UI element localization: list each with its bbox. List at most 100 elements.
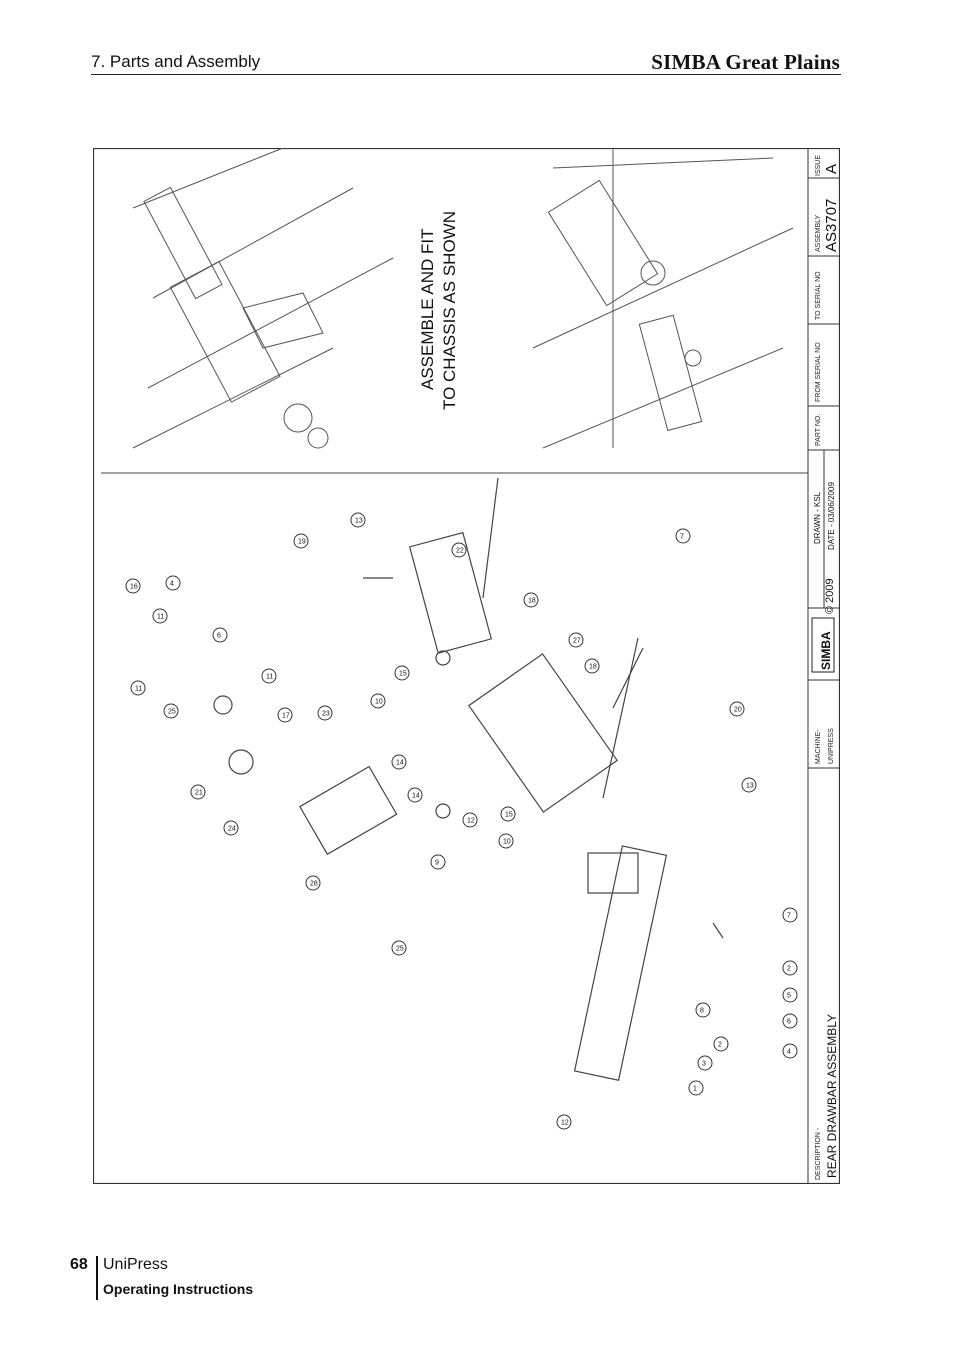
svg-text:6: 6	[787, 1019, 791, 1026]
assembly-value: AS3707	[823, 199, 840, 252]
svg-text:13: 13	[746, 783, 754, 790]
title-block	[807, 148, 840, 1184]
callout: 25	[163, 703, 179, 719]
drawn-by: DRAWN - KSL	[813, 491, 822, 544]
svg-text:14: 14	[396, 760, 404, 767]
svg-text:15: 15	[399, 671, 407, 678]
callout: 25	[391, 940, 407, 956]
svg-text:2: 2	[787, 966, 791, 973]
to-serial-label: TO SERIAL NO	[815, 271, 822, 320]
svg-text:9: 9	[435, 860, 439, 867]
callout: 17	[277, 707, 293, 723]
callout: 27	[568, 632, 584, 648]
callout: 8	[695, 1002, 711, 1018]
chassis-view-left	[132, 148, 394, 449]
parts-drawing: ISSUE ASSEMBLY TO SERIAL NO FROM SERIAL …	[93, 148, 840, 1184]
header-divider	[91, 74, 841, 75]
drawing-border	[93, 148, 840, 1184]
svg-text:11: 11	[135, 686, 142, 693]
svg-text:3: 3	[702, 1061, 706, 1068]
svg-text:11: 11	[157, 614, 164, 621]
svg-text:25: 25	[396, 946, 404, 953]
svg-text:12: 12	[467, 818, 475, 825]
svg-text:1: 1	[693, 1086, 697, 1093]
part-no-label: PART NO.	[815, 414, 822, 446]
product-name: UniPress	[103, 1256, 168, 1273]
svg-text:19: 19	[298, 539, 306, 546]
callout: 2	[713, 1036, 729, 1052]
callout: 13	[350, 512, 366, 528]
exploded-assembly	[213, 477, 724, 1081]
svg-text:4: 4	[170, 581, 174, 588]
machine-value: UNIPRESS	[828, 728, 835, 764]
callout: 6	[782, 1013, 798, 1029]
callout: 16	[125, 578, 141, 594]
callout: 6	[212, 627, 228, 643]
from-serial-label: FROM SERIAL NO	[815, 342, 822, 402]
svg-text:10: 10	[375, 699, 383, 706]
callout: 10	[370, 693, 386, 709]
svg-text:16: 16	[130, 584, 138, 591]
callout: 15	[394, 665, 410, 681]
svg-text:17: 17	[282, 713, 290, 720]
page-number: 68	[70, 1256, 88, 1273]
svg-text:7: 7	[680, 534, 684, 541]
svg-text:13: 13	[355, 518, 363, 525]
svg-text:8: 8	[700, 1008, 704, 1015]
machine-label: MACHINE-	[815, 729, 822, 764]
footer-divider	[96, 1256, 98, 1300]
callout: 7	[675, 528, 691, 544]
copyright: © 2009	[824, 578, 836, 614]
brand-logo: SIMBA Great Plains	[651, 50, 840, 74]
callout: 12	[462, 812, 478, 828]
simba-logo: SIMBA	[819, 631, 833, 670]
svg-text:11: 11	[266, 674, 273, 681]
chassis-view-right	[532, 148, 794, 449]
svg-text:24: 24	[228, 826, 236, 833]
svg-text:23: 23	[322, 711, 330, 718]
instruction-line-2: TO CHASSIS AS SHOWN	[440, 211, 459, 410]
callout: 11	[152, 608, 168, 624]
svg-text:2: 2	[718, 1042, 722, 1049]
callout: 4	[782, 1043, 798, 1059]
svg-text:12: 12	[561, 1120, 569, 1127]
callout: 23	[317, 705, 333, 721]
description-label: DESCRIPTION -	[815, 1127, 822, 1180]
callout: 2	[782, 960, 798, 976]
callout: 19	[293, 533, 309, 549]
callout: 11	[130, 680, 146, 696]
callout: 18	[584, 658, 600, 674]
simba-logo-box	[811, 617, 835, 673]
callout: 15	[500, 806, 516, 822]
callout: 5	[782, 987, 798, 1003]
part-callouts: 16 4 11 11 6 25 11 17 23 21 14 24 14 9 2…	[125, 512, 798, 1130]
svg-text:28: 28	[310, 881, 318, 888]
callout: 11	[261, 668, 277, 684]
callout: 3	[697, 1055, 713, 1071]
svg-text:14: 14	[412, 793, 420, 800]
svg-text:7: 7	[787, 913, 791, 920]
svg-text:18: 18	[589, 664, 597, 671]
callout: 14	[391, 754, 407, 770]
svg-text:21: 21	[195, 790, 203, 797]
drawn-date: DATE - 03/06/2009	[827, 482, 836, 550]
svg-text:15: 15	[505, 812, 513, 819]
svg-text:5: 5	[787, 993, 791, 1000]
callout: 20	[729, 701, 745, 717]
instruction-line-1: ASSEMBLE AND FIT	[418, 228, 437, 390]
callout: 9	[430, 854, 446, 870]
callout: 22	[451, 542, 467, 558]
callout: 24	[223, 820, 239, 836]
svg-text:20: 20	[734, 707, 742, 714]
svg-text:10: 10	[503, 839, 511, 846]
callout: 28	[305, 875, 321, 891]
section-title: 7. Parts and Assembly	[91, 52, 261, 71]
callout: 1	[688, 1080, 704, 1096]
issue-value: A	[823, 164, 840, 174]
svg-text:6: 6	[217, 633, 221, 640]
callout: 10	[498, 833, 514, 849]
callout: 12	[556, 1114, 572, 1130]
svg-text:4: 4	[787, 1049, 791, 1056]
svg-text:22: 22	[456, 548, 464, 555]
issue-label: ISSUE	[815, 155, 822, 176]
